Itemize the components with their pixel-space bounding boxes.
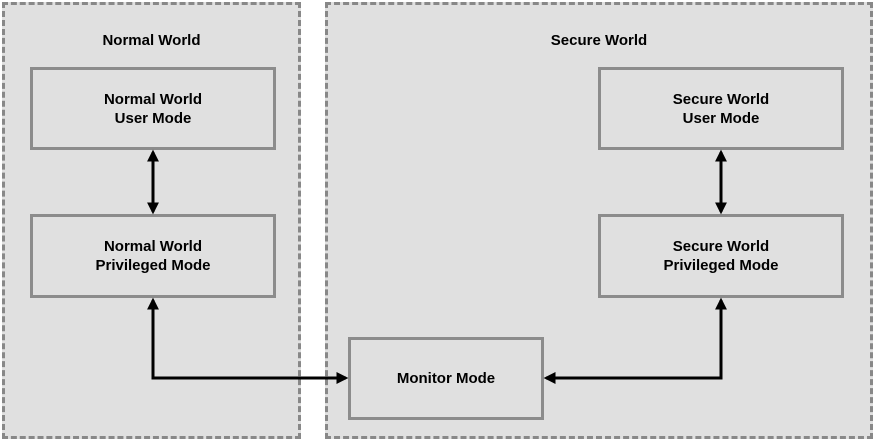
monitor-mode-box: Monitor Mode <box>348 337 544 420</box>
secure-world-privileged-mode-box: Secure World Privileged Mode <box>598 214 844 298</box>
secure-priv-line2: Privileged Mode <box>663 257 779 274</box>
normal-user-line1: Normal World <box>103 90 203 108</box>
normal-priv-line1: Normal World <box>103 238 203 255</box>
monitor-mode-label: Monitor Mode <box>396 370 496 387</box>
normal-world-title: Normal World <box>102 32 201 49</box>
normal-user-line2: User Mode <box>114 109 192 127</box>
normal-world-privileged-mode-box: Normal World Privileged Mode <box>30 214 276 298</box>
secure-priv-line1: Secure World <box>672 238 770 255</box>
secure-user-line2: User Mode <box>682 109 760 127</box>
secure-world-user-mode-box: Secure World User Mode <box>598 67 844 150</box>
secure-world-title: Secure World <box>550 32 648 49</box>
secure-user-line1: Secure World <box>672 90 770 108</box>
normal-priv-line2: Privileged Mode <box>95 257 211 274</box>
normal-world-user-mode-box: Normal World User Mode <box>30 67 276 150</box>
